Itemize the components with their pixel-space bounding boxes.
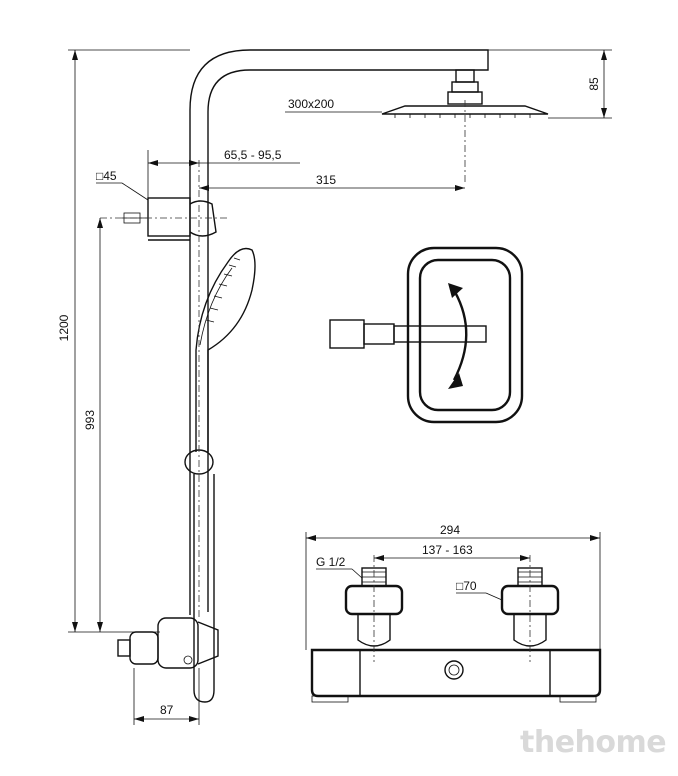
slider-height-label: 993 [83,410,97,430]
head-rotation-detail [329,246,524,424]
arm-adjust-label: 65,5 - 95,5 [224,148,282,162]
connection-spacing-label: 137 - 163 [422,543,473,557]
head-size-label: 300x200 [288,97,334,111]
arm-reach-label: 315 [316,173,336,187]
shower-column [117,49,549,703]
wall-offset-label: 87 [160,703,174,717]
rotation-arrow-icon [452,291,468,381]
mixer-width-label: 294 [440,523,460,537]
thread-label: G 1/2 [316,555,346,569]
head-drop-label: 85 [587,77,601,91]
bracket-square-label: □45 [96,169,117,183]
watermark-text: thehome [520,725,666,760]
eccentric-square-label: □70 [456,579,477,593]
total-height-label: 1200 [57,314,71,341]
